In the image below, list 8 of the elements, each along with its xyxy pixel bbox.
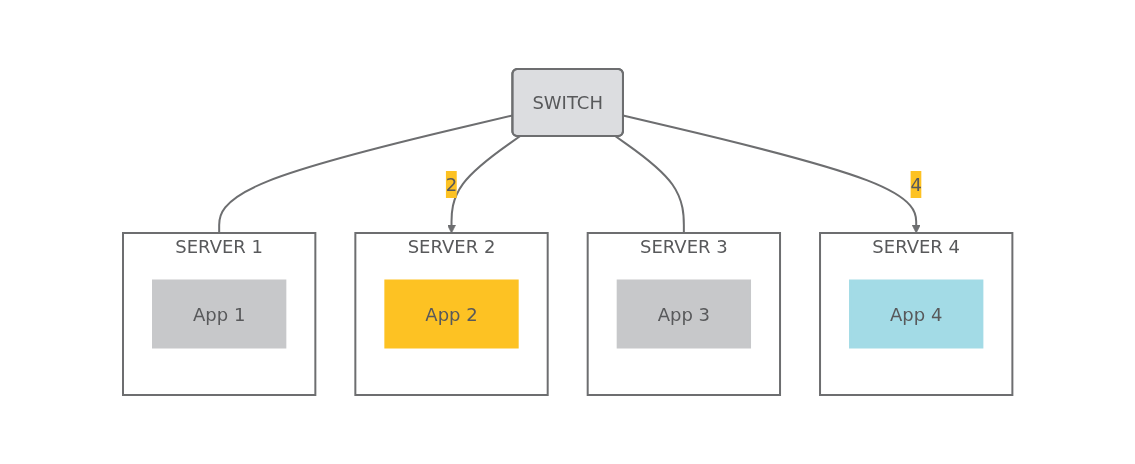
edge-label: 2 bbox=[445, 174, 458, 195]
node-box: App 1 bbox=[151, 279, 287, 349]
edge-label: 4 bbox=[910, 174, 922, 195]
connector bbox=[613, 135, 685, 234]
node-box: App 3 bbox=[616, 279, 751, 349]
node-box: App 2 bbox=[384, 279, 519, 349]
arrow bbox=[446, 135, 522, 234]
node-box: App 4 bbox=[848, 279, 984, 349]
